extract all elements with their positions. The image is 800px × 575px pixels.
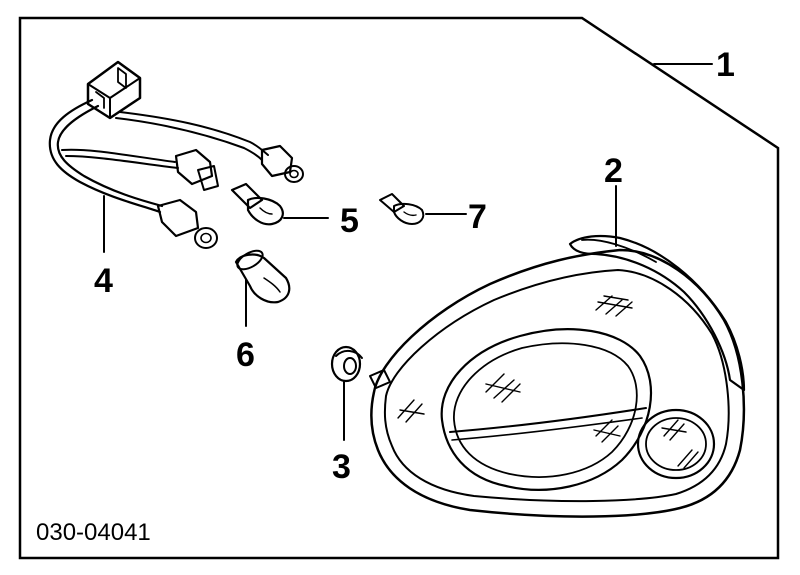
- callout-4: 4: [94, 262, 113, 300]
- left-lens-hatch: [397, 399, 425, 423]
- bulb-5: [230, 182, 329, 226]
- round-lens: [636, 408, 716, 480]
- callout-5: 5: [340, 202, 359, 240]
- socket-a: [174, 148, 219, 191]
- diagram-part-number: 030-04041: [36, 519, 151, 546]
- callout-1: 1: [716, 46, 735, 84]
- upper-lens-hatch: [595, 295, 633, 317]
- round-lens-hatch: [661, 419, 699, 469]
- socket-c: [156, 198, 218, 249]
- bulb-6: [234, 249, 291, 327]
- tail-lamp-assembly: [369, 234, 746, 518]
- callout-3: 3: [332, 448, 351, 486]
- leader-lines: [615, 63, 713, 247]
- main-lens-hatch: [485, 373, 621, 443]
- socket-b: [260, 144, 304, 183]
- wiring-harness: [48, 60, 304, 253]
- main-lens: [440, 328, 652, 491]
- callout-2: 2: [604, 152, 623, 190]
- bulb-7: [379, 193, 467, 225]
- callout-7: 7: [468, 198, 487, 236]
- diagram-frame: [18, 16, 780, 560]
- grommet-3: [330, 345, 363, 441]
- callout-6: 6: [236, 336, 255, 374]
- harness-connector: [86, 60, 142, 120]
